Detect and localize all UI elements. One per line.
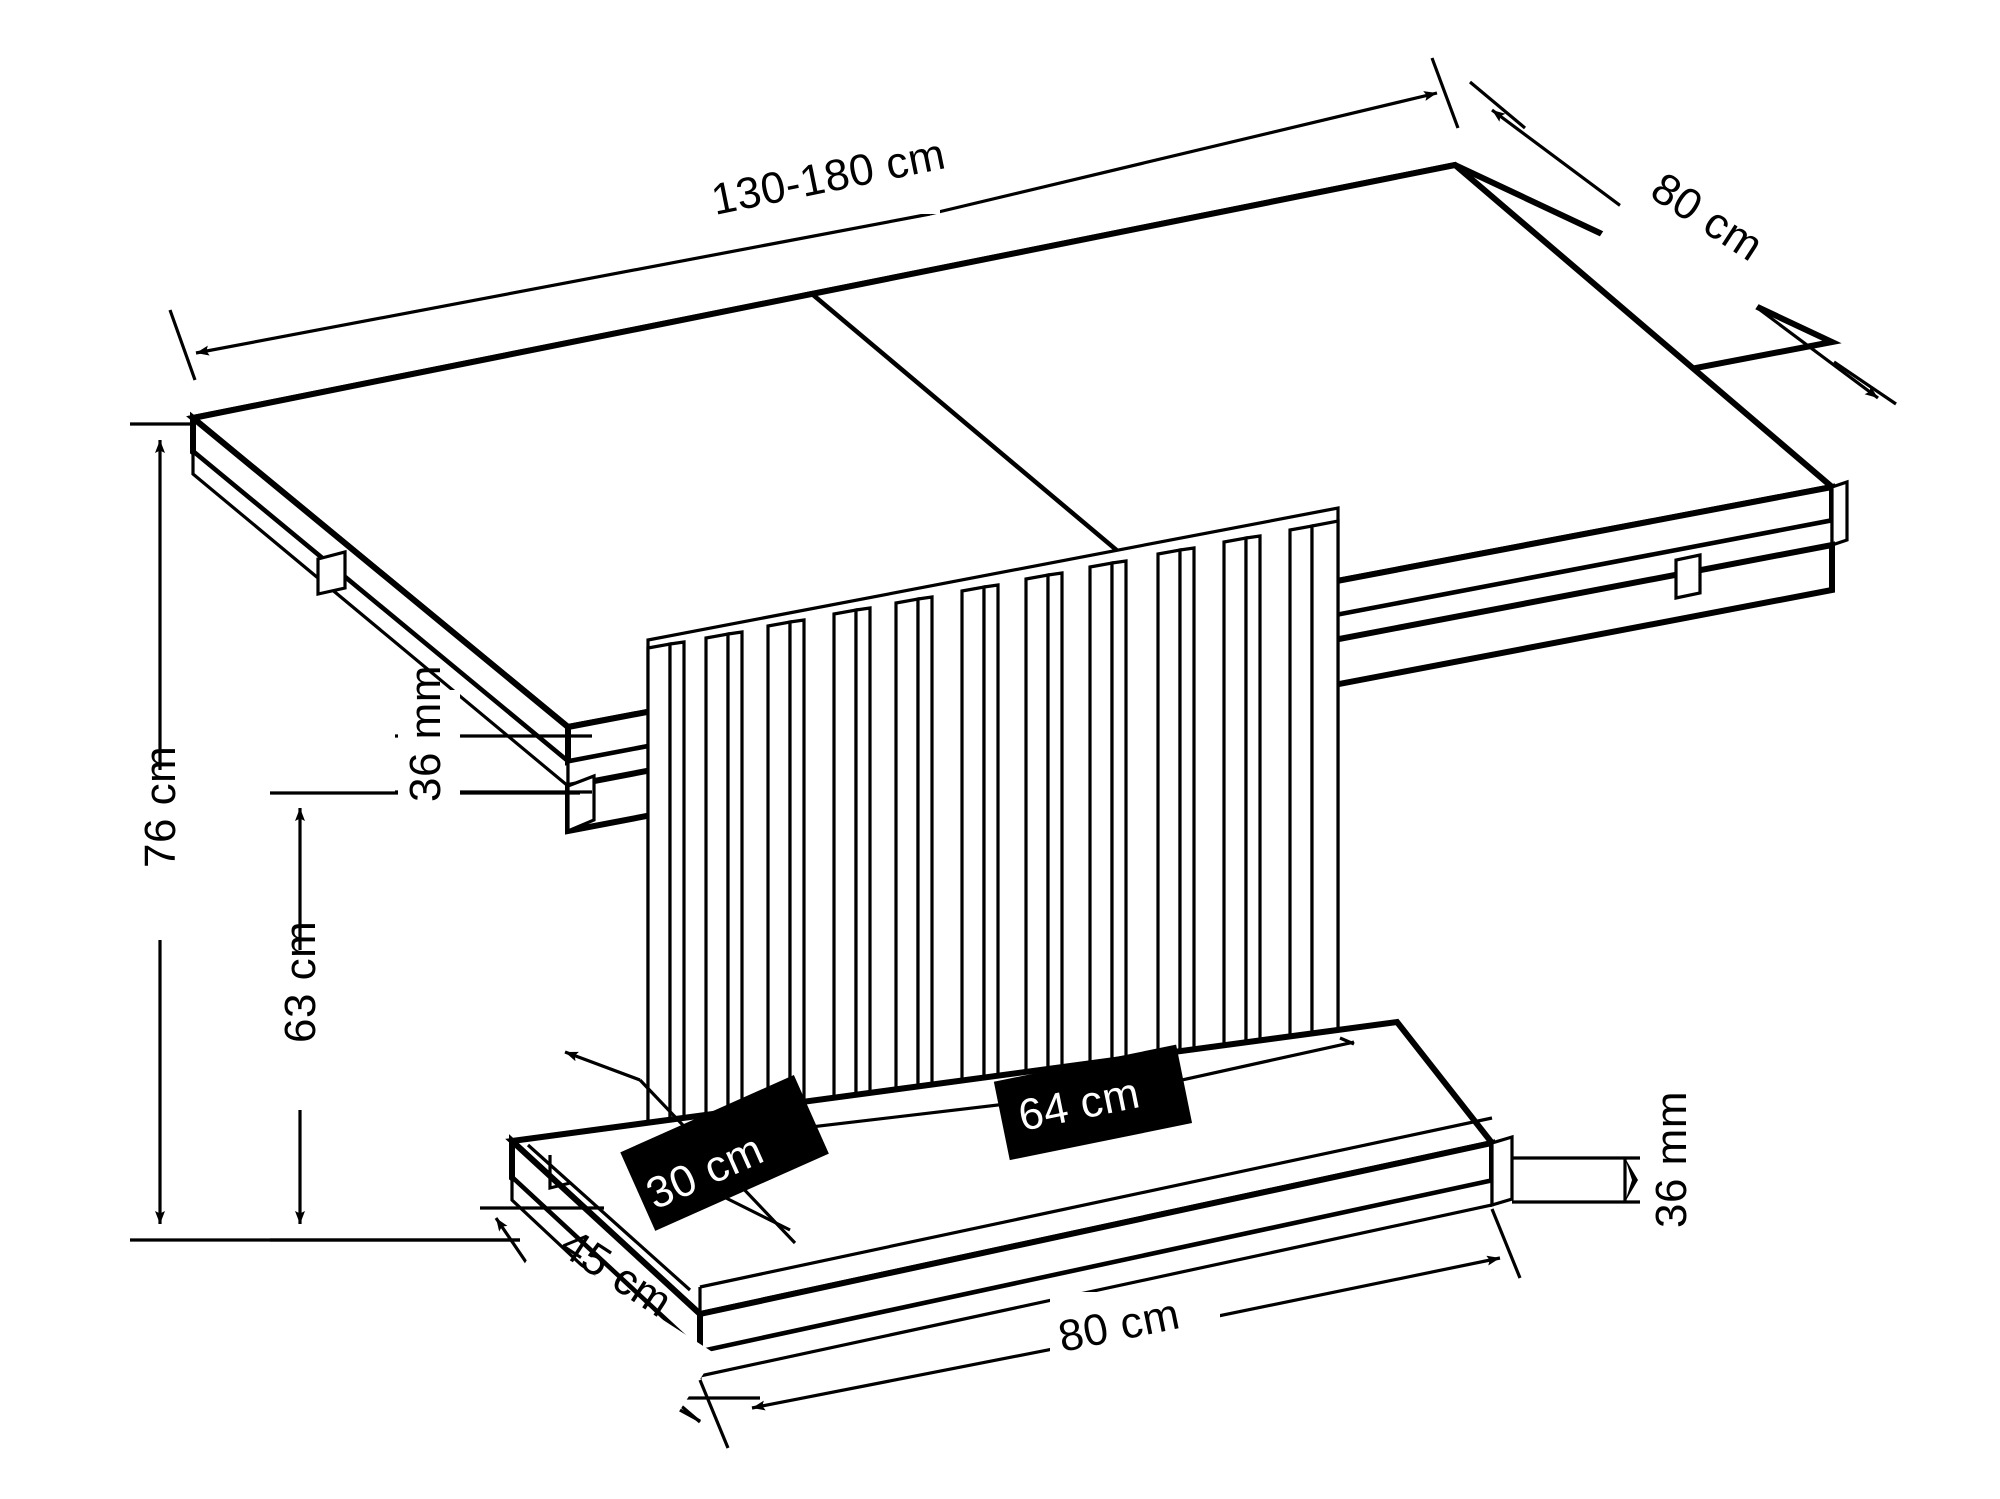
dimension-tabletop-length: 130-180 cm <box>168 57 1460 381</box>
ext-line-base-width-left <box>698 1379 730 1449</box>
dim-label-bg-base-width <box>1050 1292 1220 1354</box>
dim-label-bg-thickness <box>398 690 460 850</box>
base-plinth-inner-edge <box>699 1116 1493 1289</box>
dim-arrow-pedestal-depth-left <box>564 1050 641 1082</box>
dim-label-bg-base-depth <box>497 1240 717 1420</box>
dim-label-box-pedestal-width <box>993 1044 1193 1161</box>
table-top-edge-right <box>1830 479 1849 548</box>
dimension-pedestal-width: 64 cm <box>699 1036 1355 1161</box>
dim-label-bg-length <box>700 152 940 214</box>
dimension-tabletop-thickness: 36 mm <box>395 665 592 850</box>
base-plinth-edge-right <box>1490 1134 1514 1208</box>
dim-label-bg-base-thickness <box>1640 1090 1702 1260</box>
dim-label-bg-height <box>130 770 192 940</box>
dim-arrow-pedestal-width-right <box>1158 1040 1355 1088</box>
table-apron-right-return <box>1674 553 1702 600</box>
base-plinth-inner-left <box>526 1143 692 1292</box>
dim-label-total-height: 76 cm <box>136 746 185 868</box>
table-apron-left-return <box>566 773 596 834</box>
dimension-base-width: 80 cm <box>698 1208 1522 1449</box>
ext-line-depth-bottom <box>1833 360 1897 406</box>
dim-label-bg-depth <box>1596 190 1773 335</box>
ext-line-base-width-right <box>1490 1208 1522 1279</box>
dim-arrow-length-left <box>195 212 931 356</box>
dim-label-tabletop-thickness: 36 mm <box>401 665 450 802</box>
extension-slide-stub <box>316 549 347 596</box>
pedestal-slats <box>646 519 1340 1251</box>
dim-label-underside-clearance: 63 cm <box>276 921 325 1043</box>
base-plinth <box>505 1018 1514 1380</box>
dimension-total-height: 76 cm <box>130 422 520 1242</box>
dim-arrow-base-thickness <box>1625 1158 1638 1202</box>
dim-arrow-length-right <box>929 91 1438 216</box>
dim-label-box-pedestal-depth <box>620 1075 829 1231</box>
ext-line-length-right <box>1430 57 1460 129</box>
dim-label-base-thickness: 36 mm <box>1647 1091 1696 1228</box>
ext-line-depth-top <box>1468 80 1527 130</box>
dimension-base-thickness: 36 mm <box>1512 1090 1702 1260</box>
ext-line-length-left <box>168 309 197 381</box>
dim-label-bg-clearance <box>270 950 332 1110</box>
dimension-underside-clearance: 63 cm <box>270 791 580 1242</box>
